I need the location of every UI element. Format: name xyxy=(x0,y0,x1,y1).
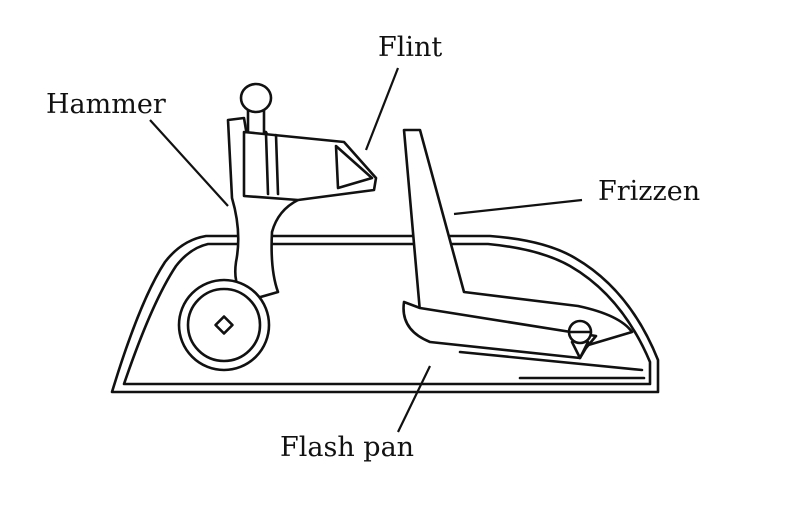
hammer xyxy=(177,82,378,372)
hammer-leader xyxy=(149,119,229,207)
label-flint: Flint xyxy=(378,32,442,63)
flash-pan xyxy=(402,300,646,380)
lock-plate xyxy=(110,234,660,394)
flint-leader xyxy=(364,67,400,151)
label-flash-pan: Flash pan xyxy=(280,432,414,463)
flash-pan-leader xyxy=(397,365,431,433)
label-hammer: Hammer xyxy=(46,89,166,120)
frizzen xyxy=(402,128,634,348)
frizzen-leader xyxy=(453,198,583,216)
flint xyxy=(334,144,374,190)
label-frizzen: Frizzen xyxy=(598,176,700,207)
